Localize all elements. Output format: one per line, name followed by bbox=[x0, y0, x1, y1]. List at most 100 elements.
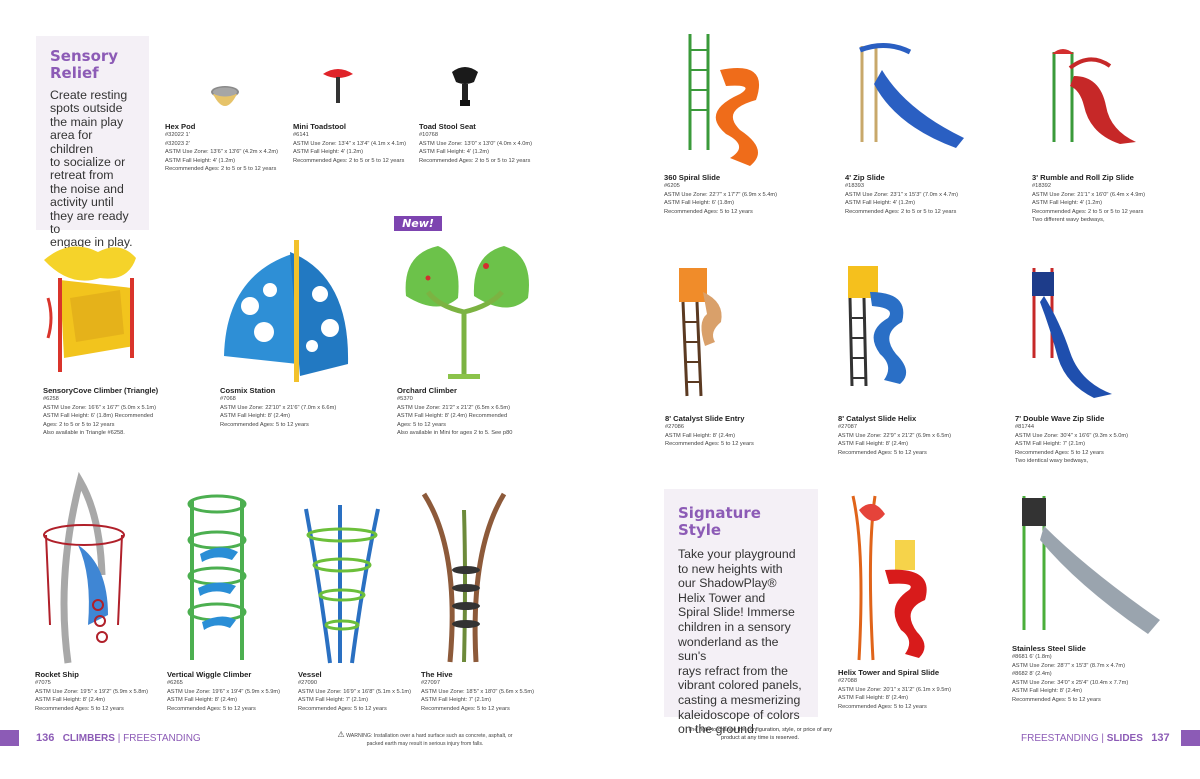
product-detail: Recommended Ages: 5 to 12 years bbox=[298, 705, 387, 712]
product-detail: Recommended Ages: 2 to 5 or 5 to 12 year… bbox=[845, 208, 957, 215]
product-detail: ASTM Fall Height: 8' (2.4m) bbox=[838, 441, 908, 448]
product-detail: ASTM Use Zone: 34'0" x 25'4" (10.4m x 7.… bbox=[1012, 679, 1129, 686]
product-toad-stool-seat: Toad Stool Seat #10768 ASTM Use Zone: 13… bbox=[419, 122, 532, 165]
product-helix-tower: Helix Tower and Spiral Slide #27088 ASTM… bbox=[838, 668, 951, 711]
left-subsection-label: FREESTANDING bbox=[123, 733, 201, 744]
product-detail: #5370 bbox=[397, 396, 413, 402]
product-name: 3' Rumble and Roll Zip Slide bbox=[1032, 173, 1134, 182]
right-separator: | bbox=[1101, 733, 1104, 744]
product-name: 8' Catalyst Slide Entry bbox=[665, 414, 745, 423]
rumble-roll-image bbox=[1052, 49, 1136, 144]
orchard-climber-image bbox=[405, 246, 529, 379]
product-detail: ASTM Use Zone: 19'6" x 19'4" (5.9m x 5.9… bbox=[167, 688, 281, 695]
product-detail: ASTM Use Zone: 13'0" x 13'0" (4.0m x 4.0… bbox=[419, 140, 533, 147]
sensory-relief-title: Sensory Relief bbox=[50, 47, 119, 82]
product-detail: ASTM Fall Height: 4' (1.2m) bbox=[1032, 200, 1102, 207]
product-detail: #8682 8' (2.4m) bbox=[1012, 671, 1052, 678]
product-detail: ASTM Fall Height: 6' (1.8m) bbox=[664, 200, 734, 207]
product-spiral-slide-360: 360 Spiral Slide #6205 ASTM Use Zone: 22… bbox=[664, 173, 777, 216]
product-detail: ASTM Fall Height: 4' (1.2m) bbox=[845, 200, 915, 207]
sensory-relief-callout: Sensory Relief Create resting spots outs… bbox=[36, 36, 149, 249]
product-detail: Recommended Ages: 5 to 12 years bbox=[664, 208, 753, 215]
left-page-number: 136 bbox=[36, 732, 55, 744]
product-detail: #6141 bbox=[293, 132, 309, 138]
product-detail: #6258 bbox=[43, 396, 59, 402]
hex-pod-image bbox=[211, 86, 239, 106]
product-detail: Recommended Ages: 5 to 12 years bbox=[1015, 449, 1104, 456]
product-detail: #32023 2' bbox=[165, 140, 190, 147]
product-detail: ASTM Use Zone: 21'2" x 21'2" (6.5m x 6.5… bbox=[397, 404, 511, 411]
signature-style-body: Take your playground to new heights with… bbox=[678, 547, 802, 737]
product-orchard-climber: Orchard Climber #5370 ASTM Use Zone: 21'… bbox=[397, 386, 512, 438]
new-badge: New! bbox=[394, 216, 442, 231]
product-name: Mini Toadstool bbox=[293, 122, 347, 131]
product-name: Stainless Steel Slide bbox=[1012, 644, 1086, 653]
product-detail: ASTM Use Zone: 18'5" x 18'0" (5.6m x 5.5… bbox=[421, 688, 535, 695]
left-section-label: CLIMBERS bbox=[62, 733, 115, 744]
product-cosmix-station: Cosmix Station #7068 ASTM Use Zone: 22'1… bbox=[220, 386, 336, 429]
product-detail: ASTM Fall Height: 8' (2.4m) bbox=[35, 697, 105, 704]
stainless-slide-image bbox=[1022, 496, 1160, 634]
product-detail: ASTM Use Zone: 28'7" x 15'3" (8.7m x 4.7… bbox=[1012, 662, 1126, 669]
right-page-number: 137 bbox=[1151, 732, 1170, 744]
vertical-wiggle-image bbox=[187, 494, 247, 660]
product-name: Vertical Wiggle Climber bbox=[167, 670, 252, 679]
product-detail: Recommended Ages: 5 to 12 years bbox=[167, 705, 256, 712]
product-detail: Two identical wavy bedways, bbox=[1015, 458, 1089, 465]
product-detail: ASTM Use Zone: 22'9" x 21'2" (6.9m x 6.5… bbox=[838, 432, 952, 439]
product-name: Hex Pod bbox=[165, 122, 196, 131]
product-detail: ASTM Use Zone: 30'4" x 16'6" (9.3m x 5.0… bbox=[1015, 432, 1129, 439]
product-detail: ASTM Fall Height: 8' (2.4m) bbox=[1012, 688, 1082, 695]
product-name: The Hive bbox=[421, 670, 453, 679]
zip-slide-image bbox=[859, 43, 964, 148]
product-double-wave: 7' Double Wave Zip Slide #81744 ASTM Use… bbox=[1015, 414, 1128, 466]
product-stainless-slide: Stainless Steel Slide #8681 6' (1.8m) AS… bbox=[1012, 644, 1128, 705]
product-detail: ASTM Use Zone: 13'6" x 13'6" (4.2m x 4.2… bbox=[165, 149, 279, 156]
product-detail: Also available in Mini for ages 2 to 5. … bbox=[397, 430, 513, 437]
product-detail: Recommended Ages: 2 to 5 or 5 to 12 year… bbox=[419, 157, 531, 164]
product-name: 8' Catalyst Slide Helix bbox=[838, 414, 917, 423]
sensory-cove-image bbox=[44, 246, 136, 372]
product-detail: ASTM Fall Height: 4' (1.2m) bbox=[165, 157, 235, 164]
product-name: Rocket Ship bbox=[35, 670, 79, 679]
product-catalyst-helix: 8' Catalyst Slide Helix #27087 ASTM Use … bbox=[838, 414, 951, 457]
spiral-slide-360-image bbox=[688, 34, 760, 166]
product-detail: Recommended Ages: 5 to 12 years bbox=[665, 441, 754, 448]
left-separator: | bbox=[117, 733, 121, 744]
product-detail: ASTM Use Zone: 22'7" x 17'7" (6.9m x 5.4… bbox=[664, 191, 778, 198]
catalyst-entry-image bbox=[679, 268, 722, 397]
product-detail: ASTM Fall Height: 4' (1.2m) bbox=[419, 149, 489, 156]
product-rumble-roll: 3' Rumble and Roll Zip Slide #18392 ASTM… bbox=[1032, 173, 1145, 225]
product-detail: #27088 bbox=[838, 678, 857, 684]
product-detail: Recommended Ages: 2 to 5 or 5 to 12 year… bbox=[293, 157, 405, 164]
product-detail: Ages: 2 to 5 or 5 to 12 years bbox=[43, 421, 115, 428]
product-detail: Recommended Ages: 5 to 12 years bbox=[35, 705, 124, 712]
product-detail: #27090 bbox=[298, 680, 317, 686]
product-detail: #10768 bbox=[419, 132, 438, 138]
product-name: Cosmix Station bbox=[220, 386, 276, 395]
product-detail: Recommended Ages: 5 to 12 years bbox=[421, 705, 510, 712]
product-detail: ASTM Use Zone: 22'10" x 21'6" (7.0m x 6.… bbox=[220, 404, 337, 411]
product-detail: ASTM Use Zone: 21'1" x 16'0" (6.4m x 4.9… bbox=[1032, 191, 1146, 198]
product-detail: ASTM Fall Height: 8' (2.4m) bbox=[838, 695, 908, 702]
product-detail: #8681 6' (1.8m) bbox=[1012, 654, 1052, 660]
signature-style-callout: Signature Style Take your playground to … bbox=[664, 489, 818, 736]
product-detail: ASTM Fall Height: 8' (2.4m) Recommended bbox=[397, 413, 508, 420]
the-hive-image bbox=[421, 492, 507, 663]
right-page-tab bbox=[1181, 730, 1200, 746]
warning-text: WARNING: Installation over a hard surfac… bbox=[346, 733, 513, 747]
product-vertical-wiggle: Vertical Wiggle Climber #6265 ASTM Use Z… bbox=[167, 670, 280, 713]
product-name: 4' Zip Slide bbox=[845, 173, 885, 182]
cosmix-station-image bbox=[224, 240, 349, 382]
product-rocket-ship: Rocket Ship #7075 ASTM Use Zone: 19'5" x… bbox=[35, 670, 148, 713]
vessel-image bbox=[304, 505, 380, 664]
toad-stool-seat-image bbox=[452, 67, 478, 106]
product-detail: #32022 1' bbox=[165, 132, 190, 138]
product-detail: ASTM Use Zone: 19'5" x 19'2" (5.9m x 5.8… bbox=[35, 688, 149, 695]
rocket-ship-image bbox=[43, 471, 125, 664]
product-detail: ASTM Use Zone: 16'9" x 16'8" (5.1m x 5.1… bbox=[298, 688, 412, 695]
right-folio: FREESTANDING | SLIDES 137 bbox=[1021, 732, 1170, 745]
product-detail: Recommended Ages: 2 to 5 or 5 to 12 year… bbox=[1032, 208, 1144, 215]
product-detail: #6205 bbox=[664, 183, 680, 189]
product-name: SensoryCove Climber (Triangle) bbox=[43, 386, 159, 395]
